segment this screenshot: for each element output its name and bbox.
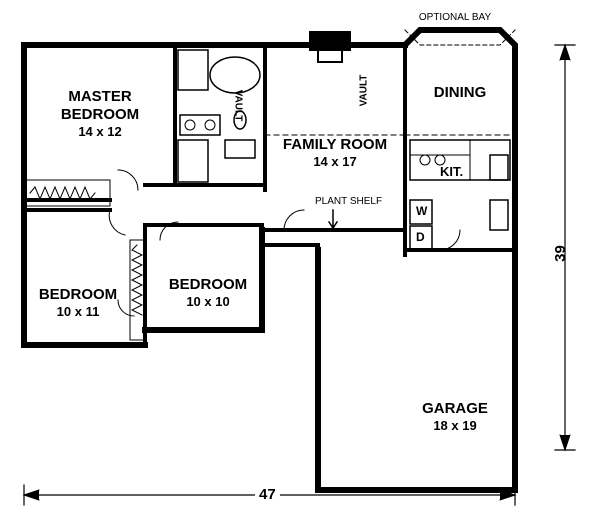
kitchen-label: KIT. — [440, 164, 464, 179]
master-bedroom-label: MASTER BEDROOM 14 x 12 — [40, 88, 160, 140]
fireplace — [309, 31, 351, 51]
garage-size: 18 x 19 — [433, 418, 477, 433]
family-room-size: 14 x 17 — [313, 154, 357, 169]
plant-shelf-label: PLANT SHELF — [315, 196, 383, 207]
optional-bay-label: OPTIONAL BAY — [418, 12, 492, 23]
master-bedroom-name-line1: MASTER — [68, 88, 132, 105]
shower — [177, 49, 209, 91]
door-swings — [108, 169, 461, 317]
bedroom-middle-label: BEDROOM 10 x 10 — [158, 276, 258, 310]
master-bedroom-size: 14 x 12 — [78, 124, 122, 139]
dryer-label: D — [416, 230, 425, 244]
exterior-walls — [21, 27, 518, 493]
vault-label-family: VAULT — [358, 74, 370, 107]
vault-label-bath: VAULT — [232, 89, 244, 122]
toilet — [233, 110, 247, 130]
width-dimension-label: 47 — [255, 486, 280, 503]
bedroom-middle-size: 10 x 10 — [186, 294, 230, 309]
vanity — [179, 114, 221, 136]
garage-label: GARAGE 18 x 19 — [400, 400, 510, 434]
master-closet — [25, 179, 111, 207]
kitchen-counter — [409, 139, 511, 181]
garage-name: GARAGE — [422, 400, 488, 417]
tub — [209, 56, 261, 94]
hall-closet — [129, 239, 146, 341]
bedroom-left-name: BEDROOM — [38, 286, 118, 303]
family-room-name: FAMILY ROOM — [282, 136, 388, 153]
bedroom-left-size: 10 x 11 — [56, 304, 100, 319]
bedroom-middle-name: BEDROOM — [168, 276, 248, 293]
family-room-label: FAMILY ROOM 14 x 17 — [270, 136, 400, 170]
washer-label: W — [416, 204, 428, 218]
master-bedroom-name-line2: BEDROOM — [60, 106, 140, 123]
bath-tub-2 — [177, 139, 209, 183]
dining-label: DINING — [433, 84, 487, 101]
depth-dimension-label: 39 — [551, 245, 569, 262]
bedroom-left-label: BEDROOM 10 x 11 — [28, 286, 128, 320]
